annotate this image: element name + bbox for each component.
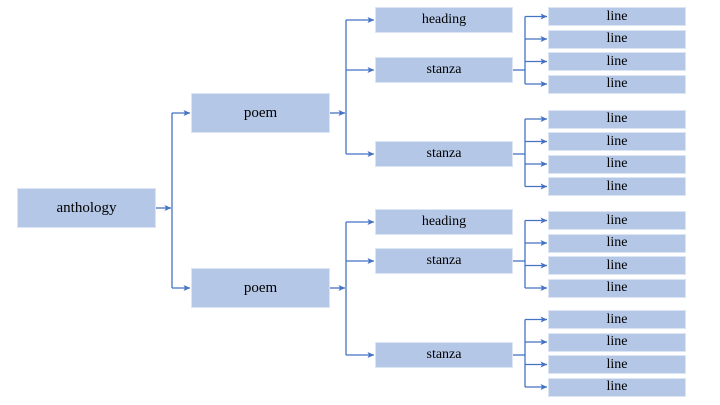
node-line: line bbox=[548, 256, 686, 275]
node-line: line bbox=[548, 310, 686, 329]
node-line: line bbox=[548, 109, 686, 129]
connector-poem1-to-children bbox=[330, 17, 375, 157]
node-line: line bbox=[548, 233, 686, 253]
connector-stanza2-to-lines bbox=[512, 116, 548, 190]
connector-stanza4-to-lines bbox=[512, 316, 548, 390]
node-stanza-1: stanza bbox=[375, 57, 513, 83]
node-line: line bbox=[548, 177, 686, 196]
connector-anthology-to-poems bbox=[156, 110, 191, 291]
node-stanza-3: stanza bbox=[375, 248, 513, 274]
node-heading-2: heading bbox=[375, 209, 513, 235]
node-line: line bbox=[548, 74, 686, 94]
node-line: line bbox=[548, 132, 686, 151]
node-anthology: anthology bbox=[17, 188, 156, 228]
node-poem-2: poem bbox=[191, 268, 330, 308]
node-line: line bbox=[548, 377, 686, 397]
node-line: line bbox=[548, 29, 686, 49]
node-line: line bbox=[548, 154, 686, 174]
node-poem-1: poem bbox=[191, 93, 330, 133]
node-line: line bbox=[548, 355, 686, 374]
connector-stanza3-to-lines bbox=[512, 217, 548, 291]
node-line: line bbox=[548, 7, 686, 26]
connector-stanza1-to-lines bbox=[512, 13, 548, 87]
node-heading-1: heading bbox=[375, 7, 513, 33]
node-line: line bbox=[548, 52, 686, 71]
node-stanza-4: stanza bbox=[375, 342, 513, 368]
node-stanza-2: stanza bbox=[375, 141, 513, 167]
node-line: line bbox=[548, 278, 686, 298]
node-line: line bbox=[548, 332, 686, 352]
node-line: line bbox=[548, 211, 686, 230]
connector-poem2-to-children bbox=[330, 219, 375, 358]
